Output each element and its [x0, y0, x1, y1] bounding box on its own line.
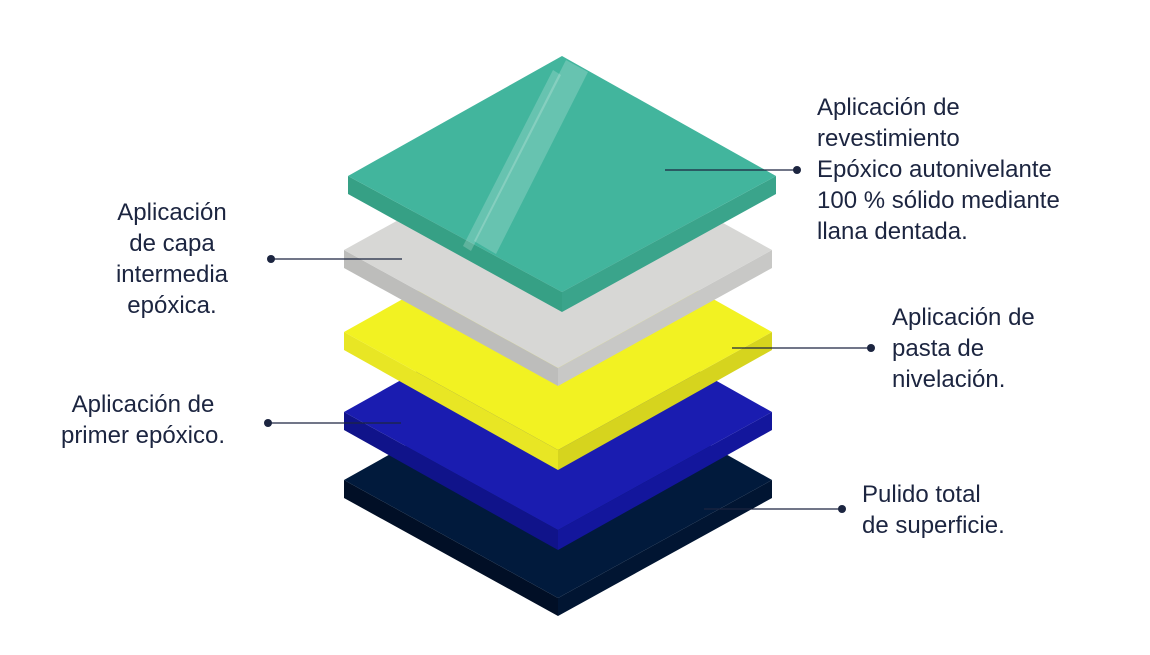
label-revestimiento-line-1: Aplicación de — [817, 94, 960, 121]
leader-revestimiento — [665, 166, 801, 174]
label-pulido: Pulido total de superficie. — [862, 479, 1005, 541]
label-pasta: Aplicación de pasta de nivelación. — [892, 302, 1035, 395]
label-revestimiento-line-5: llana dentada. — [817, 218, 968, 245]
layer-epoxy-primer-right-face — [558, 412, 772, 550]
label-intermedia-line-1: Aplicación — [117, 199, 227, 226]
leader-primer — [264, 419, 401, 427]
label-primer-line-1: Aplicación de — [71, 391, 215, 418]
layer-surface-polish-left-face — [344, 480, 558, 616]
layer-intermediate-coat-right-face — [558, 250, 772, 386]
label-primer-line-2: primer epóxico. — [60, 422, 226, 449]
label-pulido-line-1: Pulido total — [862, 481, 981, 508]
leader-dot — [264, 419, 272, 427]
leader-dot — [838, 505, 846, 513]
label-intermedia-line-4: epóxica. — [127, 292, 217, 319]
layer-self-leveling-coating-top-face — [348, 56, 776, 292]
layer-leveling-paste-left-face — [344, 332, 558, 470]
layer-leveling-paste-right-face — [558, 332, 772, 470]
layer-surface-polish-right-face — [558, 480, 772, 616]
label-revestimiento-line-2: revestimiento — [817, 125, 960, 152]
layer-epoxy-primer-left-face — [344, 412, 558, 550]
layer-self-leveling-coating-left-face — [348, 176, 562, 312]
label-pulido-line-2: de superficie. — [862, 512, 1005, 539]
label-intermedia-line-2: de capa — [129, 230, 215, 257]
glass-highlight-narrow — [463, 70, 561, 251]
layer-self-leveling-coating-right-face — [562, 176, 776, 312]
label-revestimiento-line-4: 100 % sólido mediante — [817, 187, 1060, 214]
leader-dot — [267, 255, 275, 263]
leader-dot — [793, 166, 801, 174]
label-pasta-line-1: Aplicación de — [892, 304, 1035, 331]
label-revestimiento-line-3: Epóxico autonivelante — [817, 156, 1052, 183]
glass-highlight-wide — [474, 60, 588, 254]
leader-intermedia — [267, 255, 402, 263]
leader-pasta — [732, 344, 875, 352]
leader-pulido — [704, 505, 846, 513]
layer-self-leveling-coating — [348, 56, 776, 312]
label-intermedia-line-3: intermedia — [115, 261, 229, 288]
label-primer: Aplicación de primer epóxico. — [36, 389, 250, 451]
label-pasta-line-2: pasta de — [892, 335, 985, 362]
layer-intermediate-coat-left-face — [344, 250, 558, 386]
label-pasta-line-3: nivelación. — [892, 366, 1006, 393]
label-intermedia: Aplicación de capa intermedia epóxica. — [92, 197, 252, 321]
leader-dot — [867, 344, 875, 352]
label-revestimiento: Aplicación de revestimiento Epóxico auto… — [817, 92, 1060, 247]
